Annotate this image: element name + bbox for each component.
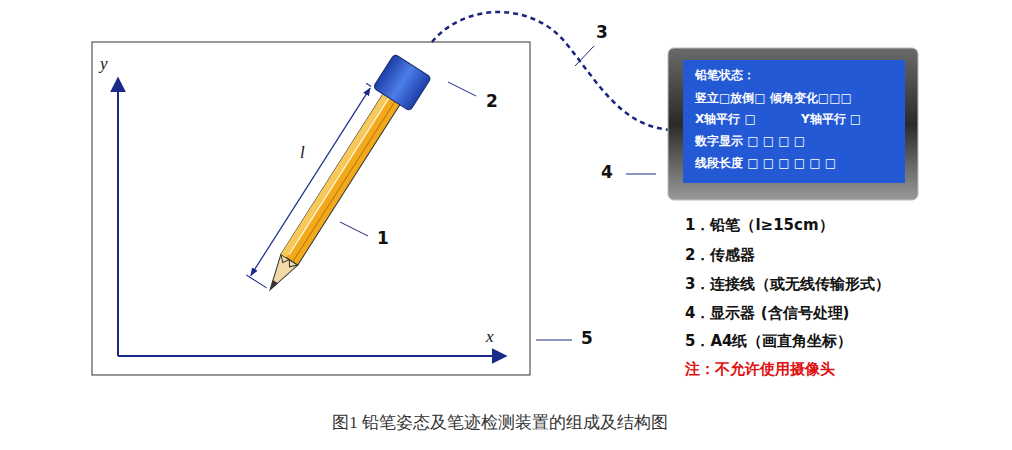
leader-line [626, 174, 656, 175]
screen-text: Y轴平行 □ [801, 112, 861, 126]
callout-number: 2 [486, 91, 498, 111]
figure-caption: 图1 铅笔姿态及笔迹检测装置的组成及结构图 [332, 413, 668, 433]
a4-paper [92, 42, 530, 375]
callout-number: 4 [601, 162, 613, 182]
parts-list-item: 2．传感器 [685, 246, 755, 264]
screen-text: 数字显示 □ □ □ □ [695, 134, 805, 148]
screen-text: 线段长度 □ □ □ □ □ □ [695, 156, 836, 170]
parts-list-item: 5．A4纸（画直角坐标） [685, 332, 852, 350]
parts-list-item: 1．铅笔（l≥15cm） [685, 216, 834, 234]
connecting-line [432, 12, 676, 130]
callout-number: 5 [581, 328, 593, 348]
display-screen: 铅笔状态： 竖立□放倒□ 倾角变化□□□ X轴平行 □ Y轴平行 □ 数字显示 □ □ … [683, 60, 905, 183]
screen-text: X轴平行 □ [695, 112, 756, 126]
leader-line [340, 222, 368, 236]
dimension-label: l [300, 143, 305, 163]
y-axis [117, 78, 119, 356]
leader-line [448, 82, 476, 96]
sensor [373, 54, 432, 111]
parts-list-item: 4．显示器 (含信号处理) [685, 304, 849, 322]
axis-label: x [486, 327, 494, 347]
display-frame [668, 48, 918, 200]
axis-label: y [100, 54, 108, 74]
callout-number: 3 [596, 22, 608, 42]
pencil [245, 50, 432, 302]
leader-line [536, 340, 572, 341]
note: 注：不允许使用摄像头 [685, 360, 835, 378]
parts-list-item: 3．连接线（或无线传输形式） [685, 275, 890, 293]
x-axis [118, 355, 506, 357]
callout-number: 1 [377, 228, 389, 248]
screen-text: 竖立□放倒□ 倾角变化□□□ [695, 91, 852, 105]
leader-line [575, 46, 594, 66]
screen-text: 铅笔状态： [695, 68, 755, 82]
